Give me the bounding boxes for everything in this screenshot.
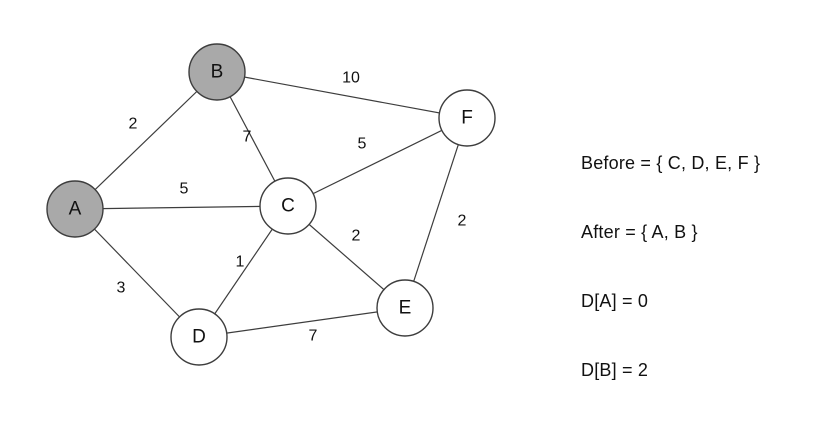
node-d: D bbox=[170, 308, 228, 366]
node-circle-d bbox=[170, 308, 228, 366]
edge-e-f bbox=[404, 117, 468, 309]
edge-weight-b-f: 10 bbox=[342, 70, 360, 87]
edge-a-d bbox=[74, 208, 200, 338]
edge-a-c bbox=[74, 205, 289, 210]
node-label-c: C bbox=[281, 196, 295, 217]
edge-weight-c-d: 1 bbox=[236, 254, 245, 271]
edge-labels-layer: 2 5 3 7 10 5 1 2 2 7 bbox=[117, 70, 467, 345]
node-circle-e bbox=[376, 279, 434, 337]
edge-c-f bbox=[287, 117, 468, 207]
node-label-e: E bbox=[399, 298, 412, 319]
node-f: F bbox=[438, 89, 496, 147]
panel-line-before: Before = { C, D, E, F } bbox=[581, 153, 761, 173]
node-label-d: D bbox=[192, 327, 206, 348]
edge-weight-a-d: 3 bbox=[117, 280, 126, 297]
node-label-b: B bbox=[211, 62, 224, 83]
node-a: A bbox=[46, 180, 104, 238]
edge-weight-e-f: 2 bbox=[458, 213, 467, 230]
edge-b-f bbox=[216, 71, 468, 119]
panel-line-dist-a: D[A] = 0 bbox=[581, 291, 649, 311]
node-label-a: A bbox=[69, 199, 82, 220]
node-circle-b bbox=[188, 43, 246, 101]
nodes-layer: A B C D E F bbox=[46, 43, 496, 366]
edge-weight-c-e: 2 bbox=[352, 228, 361, 245]
state-panel: Before = { C, D, E, F } After = { A, B }… bbox=[581, 106, 811, 424]
node-e: E bbox=[376, 279, 434, 337]
panel-line-after: After = { A, B } bbox=[581, 222, 698, 242]
node-label-f: F bbox=[461, 108, 473, 129]
edge-weight-a-b: 2 bbox=[129, 116, 138, 133]
edge-a-b bbox=[74, 71, 218, 210]
node-circle-a bbox=[46, 180, 104, 238]
edge-weight-a-c: 5 bbox=[180, 181, 189, 198]
edge-weight-b-c: 7 bbox=[243, 129, 252, 146]
node-circle-c bbox=[259, 177, 317, 235]
edge-weight-c-f: 5 bbox=[358, 136, 367, 153]
node-b: B bbox=[188, 43, 246, 101]
panel-line-dist-b: D[B] = 2 bbox=[581, 360, 649, 380]
edge-d-e bbox=[198, 307, 406, 338]
node-circle-f bbox=[438, 89, 496, 147]
node-c: C bbox=[259, 177, 317, 235]
edge-weight-d-e: 7 bbox=[309, 328, 318, 345]
